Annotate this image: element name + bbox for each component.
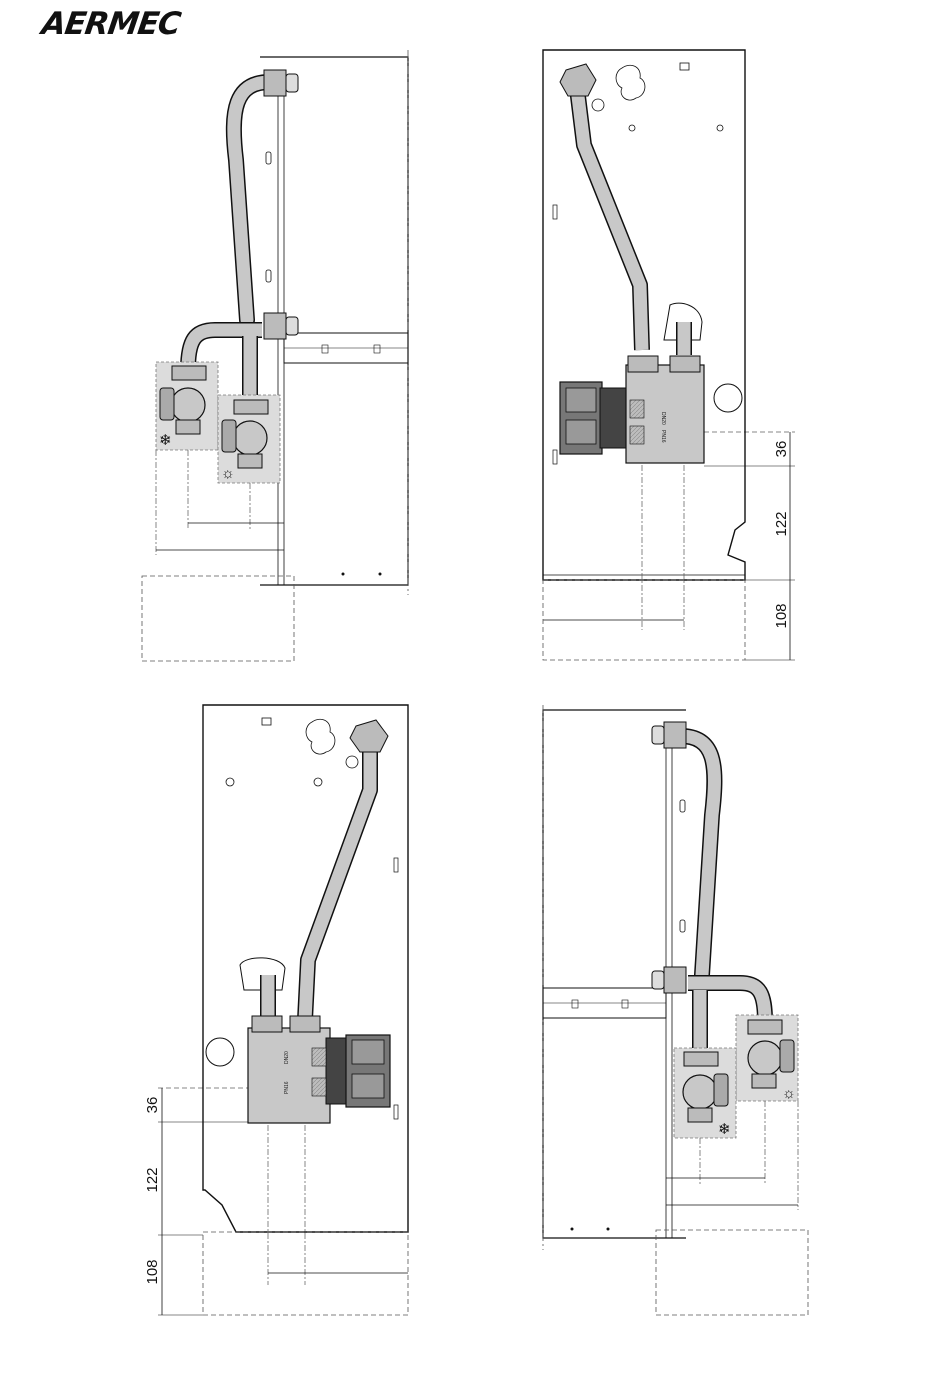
top-union-nut [350,720,388,752]
dimension-108: 108 [144,1259,161,1284]
round-knockout [714,384,742,412]
valve-label-pn: PN16 [284,1081,290,1094]
dimension-122: 122 [773,511,790,536]
middle-connection-nut [264,313,286,339]
cold-symbol: ❄ [159,432,172,449]
dimension-36: 36 [773,441,790,458]
side-view-left: ❄ ☼ [142,50,408,661]
front-view-left: DN20 PN16 36 122 108 [144,705,408,1315]
valve-label-dn: DN20 [660,412,666,425]
hot-symbol: ☼ [221,465,235,482]
dimension-122: 122 [144,1167,161,1192]
cold-valve-body [683,1075,717,1109]
valve-label-pn: PN16 [660,430,666,443]
cold-symbol: ❄ [718,1121,731,1138]
top-union-nut [560,64,596,96]
top-connection-nut [264,70,286,96]
clearance-zone [656,1230,808,1315]
round-knockout [206,1038,234,1066]
hot-valve-body [748,1041,782,1075]
side-view-right: ☼ ❄ [543,705,808,1315]
top-connection-nut [664,722,686,748]
valve-label-dn: DN20 [284,1051,290,1064]
front-view-right: DN20 PN16 36 122 108 [543,50,795,660]
dimension-108: 108 [773,603,790,628]
middle-connection-nut [664,967,686,993]
cold-valve-body [171,388,205,422]
clearance-zone [142,576,294,661]
hot-symbol: ☼ [782,1085,796,1102]
aermec-logo: AERMEC [39,6,182,42]
dimension-36: 36 [144,1097,161,1114]
clearance-zone [203,1232,408,1315]
hot-valve-body [233,421,267,455]
valve-body [248,1028,330,1123]
